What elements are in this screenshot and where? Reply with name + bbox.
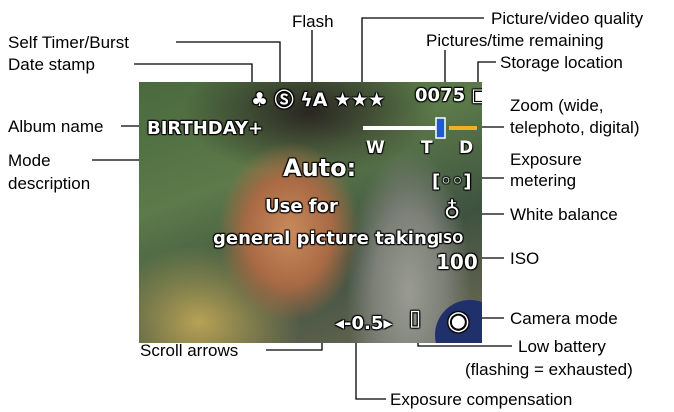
leader-exposure-comp bbox=[355, 343, 386, 400]
leader-date-stamp bbox=[134, 63, 253, 84]
label-mode-line1: Mode bbox=[8, 151, 51, 170]
label-low-battery-line1: Low battery bbox=[518, 337, 606, 356]
label-white-balance: White balance bbox=[510, 205, 618, 224]
label-zoom-line2: telephoto, digital) bbox=[510, 118, 640, 137]
exposure-compensation-value: ◂-0.5▸ bbox=[335, 313, 393, 334]
zoom-digital-label: D bbox=[459, 138, 474, 158]
label-camera-mode: Camera mode bbox=[510, 309, 618, 328]
label-storage: Storage location bbox=[500, 53, 623, 72]
label-quality: Picture/video quality bbox=[491, 9, 644, 28]
label-mode-line2: description bbox=[8, 174, 91, 193]
label-zoom-line1: Zoom (wide, bbox=[510, 96, 604, 115]
label-exposure-compensation: Exposure compensation bbox=[390, 390, 573, 409]
mode-description-line2: general picture taking bbox=[213, 228, 440, 249]
leader-storage bbox=[477, 61, 496, 84]
zoom-wide-label: W bbox=[366, 138, 385, 158]
metering-icon: [◦◦] bbox=[432, 171, 472, 192]
zoom-telephoto-label: T bbox=[421, 138, 433, 158]
iso-label: ISO bbox=[438, 232, 464, 247]
picture-count: 0075 ▣ bbox=[415, 85, 482, 106]
label-metering-line1: Exposure bbox=[510, 150, 582, 169]
zoom-bar bbox=[363, 117, 477, 139]
leader-quality bbox=[361, 17, 484, 84]
white-balance-icon: ♁ bbox=[444, 199, 461, 224]
album-name: BIRTHDAY+ bbox=[147, 118, 264, 139]
top-status-icons: ♣ Ⓢ ϟA ★★★ bbox=[251, 89, 386, 111]
label-low-battery-line2: (flashing = exhausted) bbox=[465, 360, 633, 379]
mode-title: Auto: bbox=[283, 154, 357, 182]
label-date-stamp: Date stamp bbox=[8, 55, 95, 74]
label-flash: Flash bbox=[292, 12, 334, 31]
label-iso: ISO bbox=[510, 249, 540, 268]
label-self-timer: Self Timer/Burst bbox=[8, 33, 129, 52]
label-remaining: Pictures/time remaining bbox=[426, 31, 604, 50]
label-album: Album name bbox=[8, 117, 104, 136]
mode-description-line1: Use for bbox=[265, 196, 338, 217]
battery-icon: ▯ bbox=[409, 306, 422, 331]
camera-lcd-screen: ♣ Ⓢ ϟA ★★★ 0075 ▣ BIRTHDAY+ W T D Auto: … bbox=[139, 82, 482, 343]
iso-value: 100 bbox=[436, 250, 478, 274]
leader-self-timer bbox=[176, 41, 281, 84]
label-metering-line2: metering bbox=[510, 171, 577, 190]
storage-icon: ▣ bbox=[471, 85, 482, 106]
label-scroll-arrows: Scroll arrows bbox=[140, 341, 239, 360]
camera-icon: ◉ bbox=[447, 306, 470, 336]
picture-count-value: 0075 bbox=[415, 85, 466, 106]
